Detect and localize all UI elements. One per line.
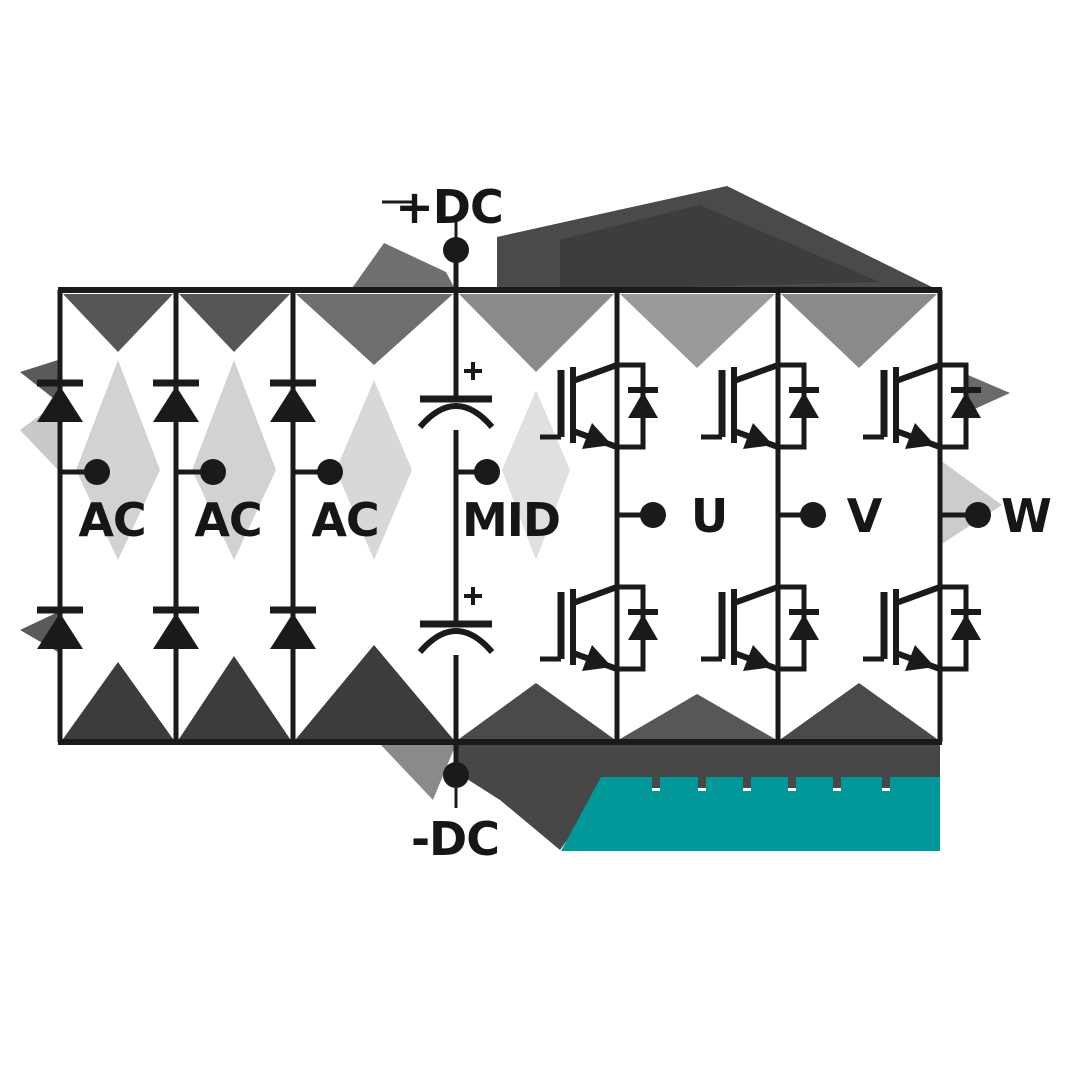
terminal-labels: +DC -DC AC AC AC MID U V W (78, 180, 1052, 866)
phase-label-v: V (847, 489, 883, 543)
ac-terminal-dot-1 (84, 459, 110, 485)
background-artifact (179, 294, 290, 352)
background-artifact (781, 294, 937, 368)
background-artifact (76, 360, 160, 560)
igbt-upper-v (701, 365, 819, 449)
background-artifact (459, 294, 614, 372)
background-artifact (336, 380, 412, 560)
background-artifact (502, 390, 570, 560)
igbt-inverter (540, 365, 981, 671)
minus-dc-label: -DC (411, 812, 499, 866)
background-artifact (459, 683, 614, 739)
background-artifact (620, 694, 775, 739)
rectifier-diode-upper-3 (270, 383, 316, 422)
ac-terminal-dot-3 (317, 459, 343, 485)
background-artifact (350, 243, 456, 291)
igbt-upper-w (863, 365, 981, 449)
mid-terminal-dot (474, 459, 500, 485)
background-artifact (620, 294, 775, 368)
background-artifacts (20, 186, 1010, 850)
background-artifact (63, 294, 173, 352)
phase-terminal-dot-v (800, 502, 826, 528)
ac-label-3: AC (311, 493, 378, 547)
background-artifact (560, 205, 880, 290)
brand-logo (561, 777, 940, 851)
phase-label-u: U (691, 489, 727, 543)
background-artifact (179, 656, 290, 739)
igbt-lower-v (701, 587, 819, 671)
dc-bus-lines (58, 287, 942, 745)
background-artifact (380, 744, 456, 800)
mid-label: MID (462, 493, 560, 547)
rectifier-diode-lower-2 (153, 610, 199, 649)
phase-terminal-dot-u (640, 502, 666, 528)
rectifier-legs (57, 290, 296, 742)
igbt-upper-u (540, 365, 658, 449)
plus-dc-label: +DC (395, 180, 503, 234)
igbt-lower-u (540, 587, 658, 671)
dc-link-branch (382, 200, 500, 808)
igbt-lower-w (863, 587, 981, 671)
phase-label-w: W (1001, 489, 1051, 543)
background-artifact (968, 375, 1010, 412)
ac-input-taps (60, 459, 343, 485)
phase-terminal-dot-w (965, 502, 991, 528)
ac-label-2: AC (194, 493, 261, 547)
background-artifact (296, 645, 453, 739)
background-artifact (781, 683, 937, 739)
background-artifact (63, 662, 173, 739)
minus-dc-terminal-dot (443, 762, 469, 788)
rectifier-diode-lower-3 (270, 610, 316, 649)
background-artifact (192, 360, 276, 560)
background-artifact (296, 294, 453, 365)
rectifier-diode-upper-2 (153, 383, 199, 422)
ac-label-1: AC (78, 493, 145, 547)
phase-output-taps (617, 502, 991, 528)
ac-terminal-dot-2 (200, 459, 226, 485)
background-artifact (940, 460, 1002, 545)
